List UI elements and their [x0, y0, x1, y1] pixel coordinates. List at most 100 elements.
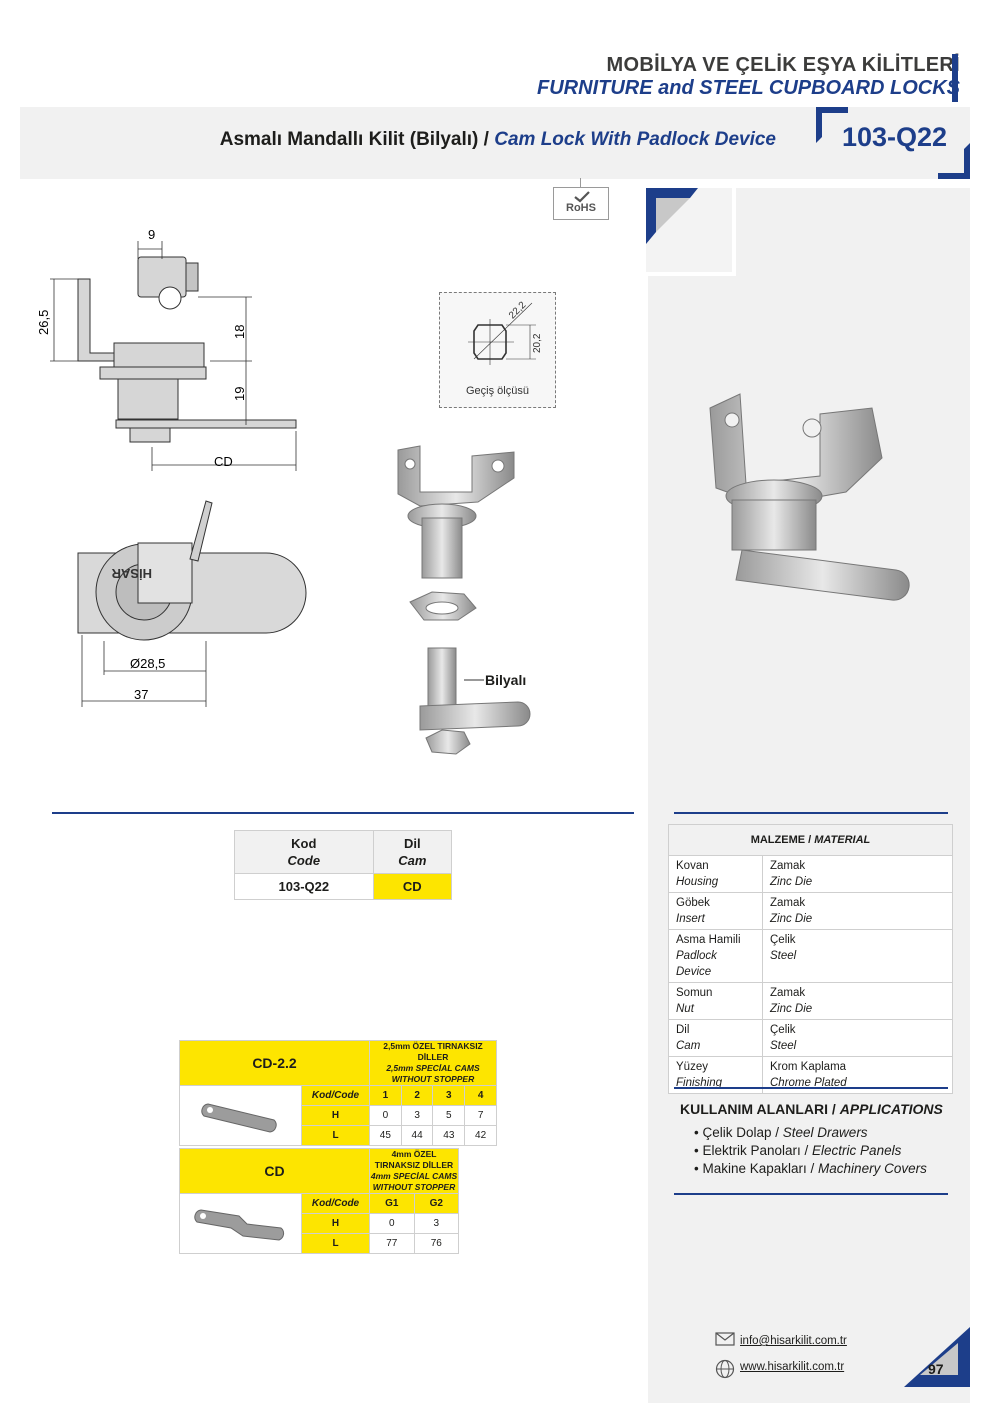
applications-list: • Çelik Dolap / Steel Drawers • Elektrik…	[694, 1124, 927, 1178]
applications-title: KULLANIM ALANLARI / APPLICATIONS	[680, 1101, 943, 1117]
materials-title-tr: MALZEME /	[750, 834, 812, 846]
material-en: Chrome Plated	[770, 1077, 847, 1089]
ball-label: Bilyalı	[485, 672, 527, 688]
rohs-leader	[580, 178, 581, 187]
material-tr: Çelik	[770, 934, 796, 946]
code-value: 103-Q22	[234, 873, 374, 900]
email-link[interactable]: info@hisarkilit.com.tr	[740, 1335, 847, 1347]
l-value: 42	[464, 1125, 497, 1146]
col-1: 1	[369, 1085, 402, 1106]
dim-cd: CD	[214, 454, 233, 469]
right-rule-bottom	[674, 1193, 948, 1195]
exploded-view-illustration	[397, 445, 531, 755]
applications-title-en: APPLICATIONS	[839, 1101, 943, 1117]
part-tr: Somun	[676, 987, 713, 999]
h-value: 0	[369, 1213, 415, 1234]
title-band	[20, 107, 970, 179]
col-g1: G1	[369, 1193, 415, 1214]
dim-diameter: Ø28,5	[130, 656, 165, 671]
material-tr: Zamak	[770, 897, 806, 909]
category-en: FURNITURE and STEEL CUPBOARD LOCKS	[537, 77, 960, 99]
part-en: Cam	[676, 1040, 701, 1052]
cam-image	[193, 1209, 284, 1241]
dim-18: 18	[232, 325, 247, 339]
part-tr: Asma Hamili	[676, 934, 741, 946]
left-rule	[52, 812, 634, 814]
part-en: Padlock Device	[676, 950, 717, 978]
l-value: 43	[432, 1125, 466, 1146]
dim-9: 9	[148, 227, 155, 242]
code-header-tr: Kod	[291, 836, 317, 851]
part-en: Finishing	[676, 1077, 723, 1089]
material-en: Zinc Die	[770, 876, 813, 888]
cam-value: CD	[372, 873, 453, 900]
part-en: Nut	[676, 1003, 694, 1015]
material-en: Steel	[770, 950, 797, 962]
material-tr: Krom Kaplama	[770, 1061, 847, 1073]
material-tr: Çelik	[770, 1024, 796, 1036]
code-corner-decoration	[816, 107, 970, 179]
list-item: • Makine Kapakları / Machinery Covers	[694, 1160, 927, 1178]
application-tr: • Çelik Dolap /	[694, 1125, 780, 1140]
cam-desc-tr: 4mm ÖZEL TIRNAKSIZ DİLLER	[374, 1149, 454, 1170]
material-en: Steel	[770, 1040, 797, 1052]
col-head: Kod/Code	[301, 1085, 370, 1106]
passage-caption: Geçiş ölçüsü	[466, 385, 529, 397]
panel-corner-decoration	[632, 184, 736, 276]
passage-detail: 22,2 20,2 Geçiş ölçüsü	[439, 292, 556, 408]
product-name-en: Cam Lock With Padlock Device	[494, 129, 776, 150]
check-icon	[574, 191, 590, 203]
row-label-l: L	[301, 1233, 370, 1254]
cam-desc-tr: 2,5mm ÖZEL TIRNAKSIZ DİLLER	[383, 1041, 483, 1062]
h-value: 0	[369, 1105, 402, 1126]
model-code: 103-Q22	[842, 122, 948, 152]
cam-image-cell	[179, 1085, 302, 1146]
passage-dim-1: 22,2	[507, 300, 529, 322]
brand-mark: HİSAR	[111, 566, 152, 581]
cam-name: CD	[179, 1148, 370, 1194]
cam-desc-en: 2,5mm SPECİAL CAMS WITHOUT STOPPER	[386, 1063, 480, 1084]
col-head: Kod/Code	[301, 1193, 370, 1214]
application-tr: • Makine Kapakları /	[694, 1161, 815, 1176]
material-en: Zinc Die	[770, 1003, 813, 1015]
application-tr: • Elektrik Panoları /	[694, 1143, 809, 1158]
material-tr: Zamak	[770, 987, 806, 999]
dim-26-5: 26,5	[36, 310, 51, 335]
row-label-h: H	[301, 1105, 370, 1126]
cam-image	[200, 1103, 277, 1133]
l-value: 76	[413, 1233, 459, 1254]
part-en: Housing	[676, 876, 719, 888]
header-category: MOBİLYA VE ÇELİK EŞYA KİLİTLERİ FURNITUR…	[537, 54, 960, 100]
application-en: Electric Panels	[812, 1143, 902, 1158]
email-icon	[715, 1332, 735, 1346]
right-panel	[648, 188, 970, 1403]
rohs-badge: RoHS	[553, 187, 609, 220]
cam-name: CD-2.2	[179, 1040, 370, 1086]
website-link[interactable]: www.hisarkilit.com.tr	[740, 1361, 845, 1373]
cam-image-cell	[179, 1193, 302, 1254]
cutout-drawing: 22,2 20,2	[468, 300, 543, 365]
page-number: 97	[928, 1361, 944, 1377]
material-tr: Zamak	[770, 860, 806, 872]
code-header-en: Code	[287, 853, 321, 868]
dim-37: 37	[134, 687, 148, 702]
materials-header: MALZEME / MATERIAL	[668, 824, 953, 856]
l-value: 44	[400, 1125, 434, 1146]
list-item: • Çelik Dolap / Steel Drawers	[694, 1124, 927, 1142]
part-tr: Yüzey	[676, 1061, 708, 1073]
part-tr: Göbek	[676, 897, 710, 909]
list-item: • Elektrik Panoları / Electric Panels	[694, 1142, 927, 1160]
right-rule-top	[674, 812, 948, 814]
